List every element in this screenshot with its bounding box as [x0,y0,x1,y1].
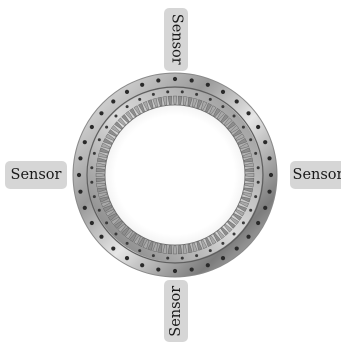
inner-bolt-hole [93,195,96,198]
inner-bolt-hole [221,242,224,245]
inner-bolt-hole [195,254,198,257]
inner-bolt-hole [98,138,101,141]
inner-bolt-hole [249,209,252,212]
inner-bolt-hole [221,105,224,108]
inner-bolt-hole [138,249,141,252]
inner-bolt-hole [105,126,108,129]
outer-bolt-hole [83,140,87,144]
outer-bolt-hole [173,77,177,81]
sensor-label-bottom: Sensor [164,280,188,342]
outer-bolt-hole [190,78,194,82]
outer-bolt-hole [263,140,267,144]
inner-bolt-hole [181,90,184,93]
outer-bolt-hole [111,99,115,103]
outer-bolt-hole [111,246,115,250]
outer-bolt-hole [269,173,273,177]
outer-bolt-hole [206,83,210,87]
inner-bolt-hole [126,105,129,108]
outer-bolt-hole [235,99,239,103]
outer-bolt-hole [77,173,81,177]
inner-bolt-hole [257,166,260,169]
inner-bolt-hole [195,93,198,96]
inner-bolt-hole [209,98,212,101]
outer-bolt-hole [125,256,129,260]
inner-bolt-hole [114,233,117,236]
bore [105,105,245,245]
outer-bolt-hole [140,83,144,87]
sensor-right-text: Sensor [293,168,341,183]
outer-bolt-hole [221,90,225,94]
inner-bolt-hole [166,90,169,93]
inner-bolt-hole [209,249,212,252]
inner-bolt-hole [93,152,96,155]
outer-bolt-hole [78,190,82,194]
outer-bolt-hole [99,235,103,239]
inner-bolt-hole [254,195,257,198]
sensor-label-left: Sensor [5,161,67,189]
outer-bolt-hole [173,269,177,273]
inner-bolt-hole [166,257,169,260]
outer-bolt-hole [90,125,94,129]
inner-bolt-hole [98,209,101,212]
sensor-label-right: Sensor [290,161,341,189]
inner-bolt-hole [242,126,245,129]
outer-bolt-hole [235,246,239,250]
sensor-label-top: Sensor [164,8,188,71]
inner-bolt-hole [90,181,93,184]
inner-bolt-hole [152,254,155,257]
inner-bolt-hole [233,233,236,236]
outer-bolt-hole [267,156,271,160]
outer-bolt-hole [246,235,250,239]
outer-bolt-hole [256,125,260,129]
outer-bolt-hole [156,267,160,271]
sensor-top-text: Sensor [169,14,184,65]
outer-bolt-hole [206,263,210,267]
outer-bolt-hole [78,156,82,160]
outer-bolt-hole [140,263,144,267]
inner-bolt-hole [242,221,245,224]
inner-bolt-hole [152,93,155,96]
inner-bolt-hole [105,221,108,224]
outer-bolt-hole [263,206,267,210]
outer-bolt-hole [90,221,94,225]
inner-bolt-hole [233,114,236,117]
inner-bolt-hole [114,114,117,117]
sensor-bottom-text: Sensor [169,286,184,337]
inner-bolt-hole [257,181,260,184]
outer-bolt-hole [246,111,250,115]
inner-bolt-hole [90,166,93,169]
inner-bolt-hole [126,242,129,245]
outer-bolt-hole [190,267,194,271]
outer-bolt-hole [267,190,271,194]
outer-bolt-hole [99,111,103,115]
outer-bolt-hole [83,206,87,210]
outer-bolt-hole [256,221,260,225]
outer-bolt-hole [125,90,129,94]
inner-bolt-hole [138,98,141,101]
inner-bolt-hole [254,152,257,155]
outer-bolt-hole [156,78,160,82]
sensor-left-text: Sensor [11,168,62,183]
inner-bolt-hole [249,138,252,141]
outer-bolt-hole [221,256,225,260]
inner-bolt-hole [181,257,184,260]
